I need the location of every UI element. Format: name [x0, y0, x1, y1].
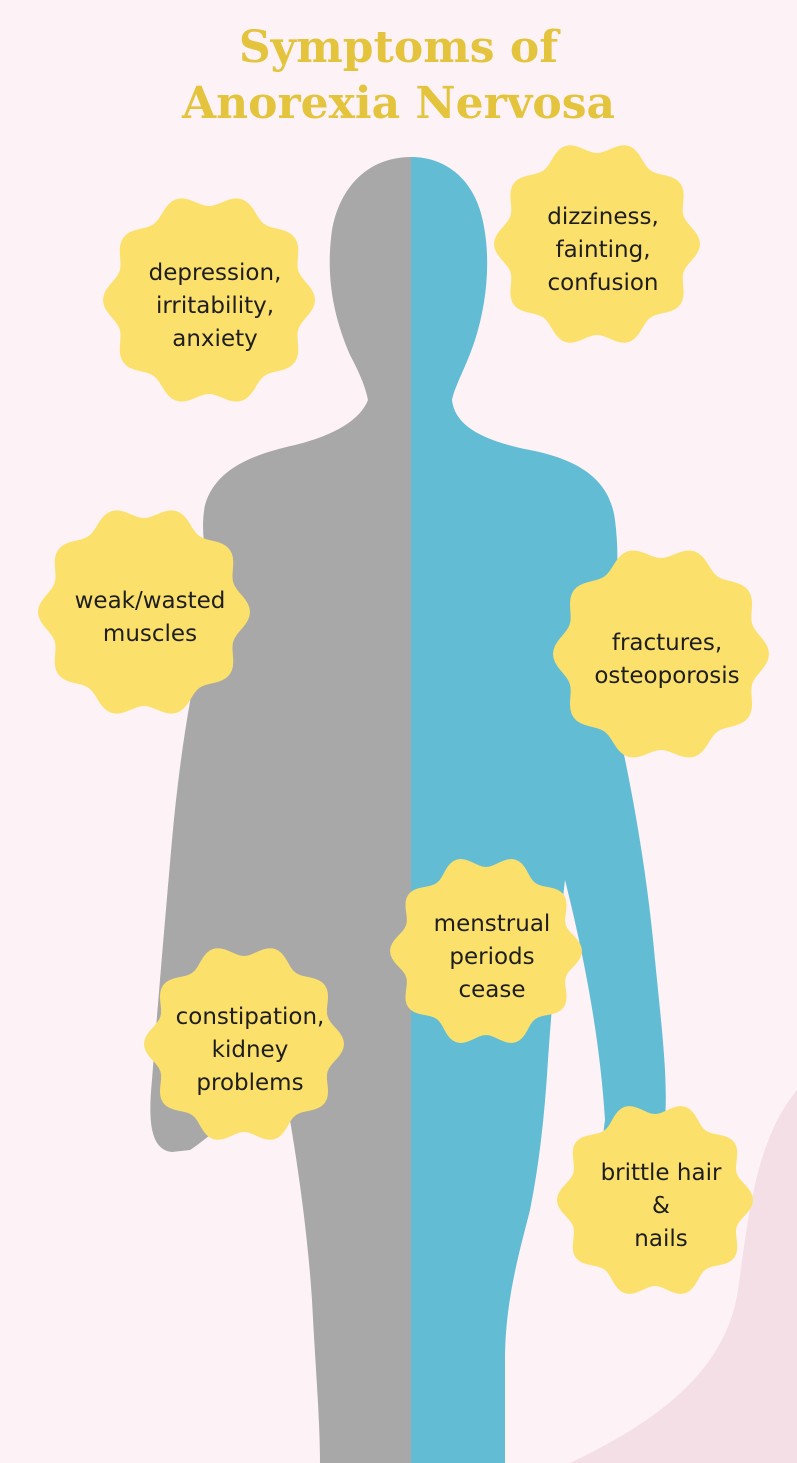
symptom-line: depression,: [148, 259, 282, 286]
symptom-badge-bones: fractures, osteoporosis: [553, 546, 781, 774]
wavy-badge-shape: [103, 198, 315, 402]
symptom-line: osteoporosis: [594, 663, 740, 689]
symptom-text-bones: fractures, osteoporosis: [553, 546, 781, 774]
symptom-line: fractures,: [611, 630, 723, 656]
symptom-badge-muscles: weak/wasted muscles: [38, 506, 262, 730]
symptom-line: anxiety: [172, 325, 258, 352]
wavy-badge-shape: [494, 145, 700, 343]
wavy-badge-shape: [557, 1106, 753, 1294]
symptom-line: brittle hair: [600, 1159, 722, 1186]
symptom-line: &: [652, 1192, 670, 1219]
symptom-line: constipation,: [175, 1003, 325, 1030]
wavy-badge-shape: [38, 510, 250, 714]
wavy-badge-shape: [144, 948, 344, 1140]
wavy-badge-shape: [390, 859, 582, 1043]
symptom-line: confusion: [547, 269, 659, 296]
symptom-line: muscles: [102, 621, 198, 647]
symptom-line: nails: [634, 1225, 688, 1252]
wavy-badge-shape: [553, 550, 769, 758]
symptom-line: dizziness,: [547, 203, 659, 230]
symptom-line: weak/wasted: [74, 588, 226, 614]
symptom-line: irritability,: [155, 292, 275, 319]
symptom-line: periods: [449, 943, 535, 970]
symptom-line: menstrual: [433, 910, 551, 937]
symptom-badge-hair-nails: brittle hair & nails: [557, 1102, 765, 1310]
symptom-line: cease: [458, 976, 526, 1003]
symptom-line: problems: [196, 1069, 304, 1096]
symptom-badge-menstrual: menstrual periods cease: [390, 855, 594, 1059]
symptom-line: kidney: [211, 1036, 289, 1063]
symptom-text-mood: depression, irritability, anxiety: [103, 194, 327, 418]
symptom-text-digestive: constipation, kidney problems: [144, 944, 356, 1156]
title-line-1: Symptoms of: [238, 22, 559, 73]
symptom-text-menstrual: menstrual periods cease: [390, 855, 594, 1059]
symptom-badge-digestive: constipation, kidney problems: [144, 944, 356, 1156]
symptom-badge-mood: depression, irritability, anxiety: [103, 194, 327, 418]
symptom-badge-dizziness: dizziness, fainting, confusion: [494, 141, 712, 359]
symptom-text-dizziness: dizziness, fainting, confusion: [494, 141, 712, 359]
page-title: Symptoms of Anorexia Nervosa: [0, 20, 797, 132]
symptom-text-hair-nails: brittle hair & nails: [557, 1102, 765, 1310]
symptom-line: fainting,: [555, 236, 651, 263]
title-line-2: Anorexia Nervosa: [181, 78, 616, 129]
symptom-text-muscles: weak/wasted muscles: [38, 506, 262, 730]
